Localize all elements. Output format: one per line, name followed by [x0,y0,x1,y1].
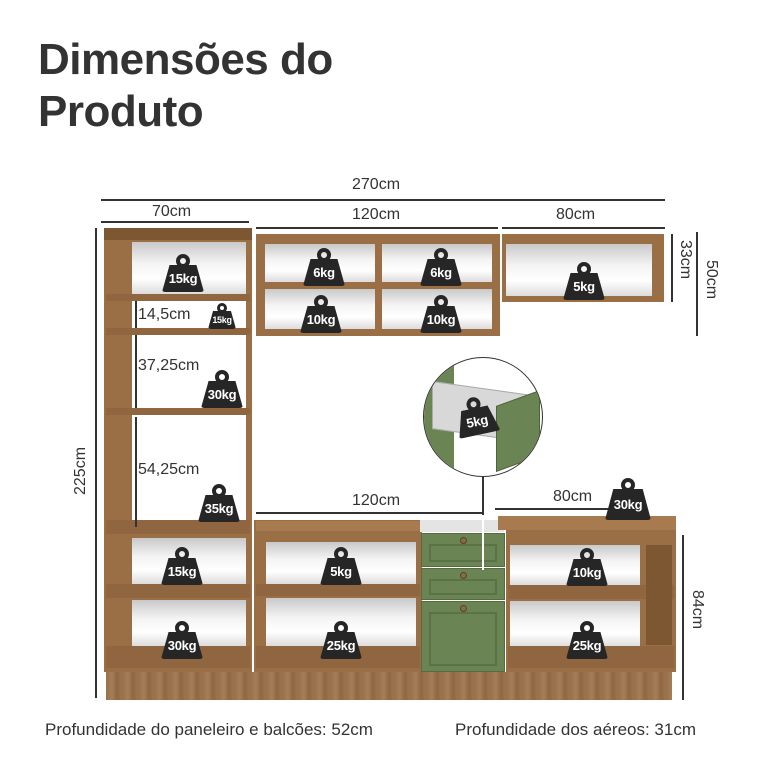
upper-right-width-line [502,227,665,229]
lower-height-label: 84cm [689,590,706,630]
drawer-1[interactable] [421,533,505,567]
page-title: Dimensões do Produto [38,34,333,138]
niche-1-height-line [135,301,137,328]
weight-icon: 6kg [303,248,345,286]
upper-total-height-line [696,232,698,336]
weight-icon: 6kg [420,248,462,286]
lower-right-side-inner [646,545,672,645]
upper-middle-width-line [256,227,498,229]
lower-middle-width-line [256,512,484,514]
weight-icon: 5kg [320,547,362,585]
total-height-label: 225cm [72,446,89,495]
shelf [106,328,250,335]
weight-icon: 30kg [201,370,243,408]
drawer-panel [429,544,497,562]
niche-2-height-line [135,335,137,408]
upper-middle-width-label: 120cm [352,206,401,223]
cabinet-door[interactable] [421,601,505,672]
paneleiro-top [104,228,252,240]
door-knob [460,605,467,612]
paneleiro-width-label: 70cm [152,203,192,220]
detail-pointer-line [482,477,484,515]
niche-3-height-line [135,417,137,527]
drawer-knob [460,537,467,544]
upper-right-width-label: 80cm [556,206,596,223]
title-line-2: Produto [38,87,204,136]
niche-2-height-label: 37,25cm [138,357,200,374]
detail-pointer-line-white [482,515,484,570]
upper-right-height-line [671,234,673,302]
weight-icon: 10kg [420,295,462,333]
shelf [106,520,250,534]
drawer-detail-front [496,389,540,473]
depth-upper-note: Profundidade dos aéreos: 31cm [455,720,696,739]
shelf [256,584,420,596]
niche-1-height-label: 14,5cm [138,306,191,323]
door-panel [429,612,497,666]
shelf [508,585,674,599]
shelf [106,584,250,598]
weight-icon: 10kg [300,295,342,333]
total-width-line [101,199,665,201]
drawer-knob [460,572,467,579]
weight-icon: 25kg [566,621,608,659]
upper-right-height-label: 33cm [677,240,694,280]
drawer-2[interactable] [421,568,505,600]
lower-right-width-line [495,508,613,510]
niche-3-height-label: 54,25cm [138,461,200,478]
weight-icon: 30kg [161,621,203,659]
weight-icon: 5kg [563,262,605,300]
total-height-line [95,228,97,698]
weight-icon: 30kg [605,478,651,520]
total-width-label: 270cm [352,176,401,193]
weight-icon: 15kg [161,547,203,585]
depth-base-note: Profundidade do paneleiro e balcões: 52c… [45,720,373,739]
weight-icon: 25kg [320,621,362,659]
weight-icon: 15kg [162,254,204,292]
drawer-unit-top [420,520,504,532]
lower-height-line [682,535,684,700]
shelf [106,408,250,415]
shelf [106,294,250,301]
lower-right-width-label: 80cm [553,488,593,505]
paneleiro-width-line [101,221,249,223]
weight-icon: 15kg [208,303,236,329]
plinth [106,672,672,700]
upper-total-height-label: 50cm [703,260,720,300]
weight-icon: 10kg [566,548,608,586]
lower-middle-top [256,521,420,531]
title-line-1: Dimensões do [38,35,333,84]
drawer-panel [429,579,497,595]
weight-icon: 35kg [198,484,240,522]
lower-middle-width-label: 120cm [352,492,401,509]
